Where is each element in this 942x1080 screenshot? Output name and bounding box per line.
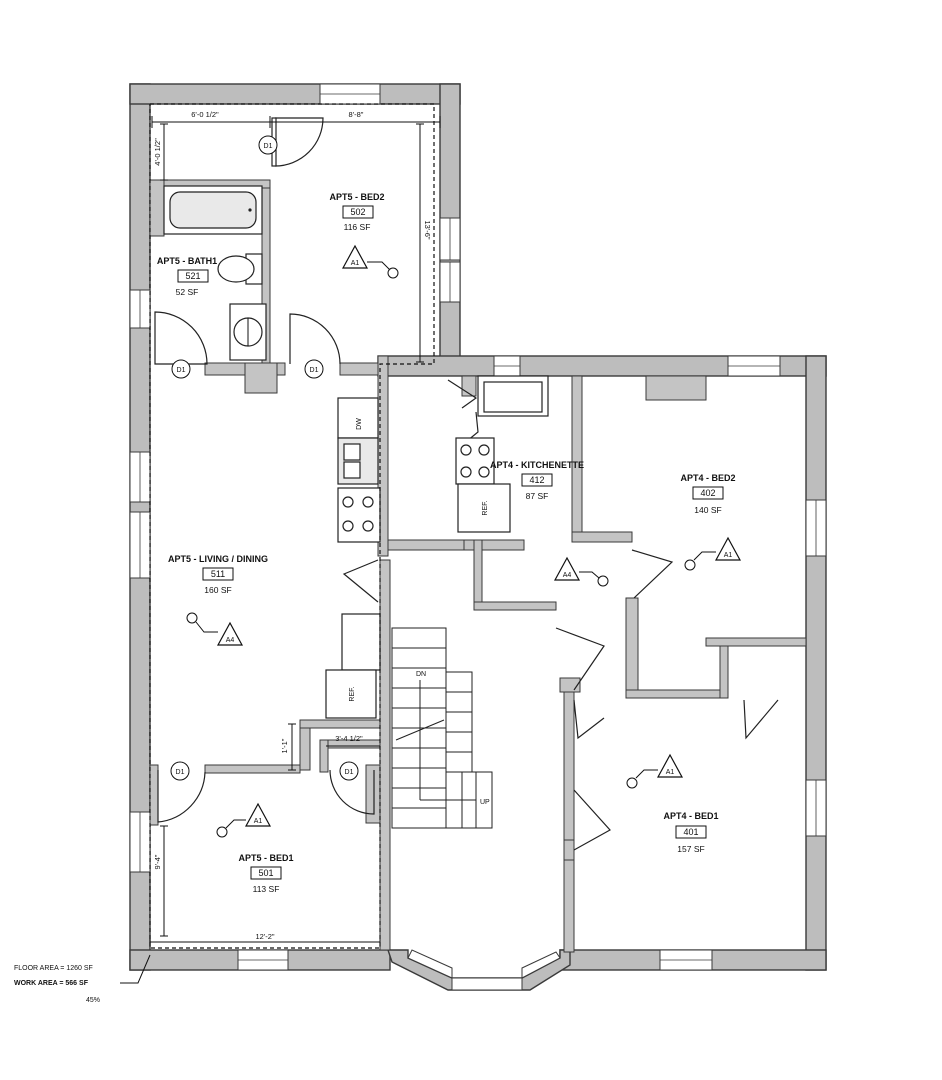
- dishwasher: [337, 397, 379, 439]
- door-tag: D1: [304, 359, 324, 379]
- svg-text:401: 401: [683, 827, 698, 837]
- fridge-apt5: [325, 669, 377, 719]
- svg-text:502: 502: [350, 207, 365, 217]
- elevation-tag: A4: [186, 612, 244, 646]
- dim-closet-h: 3'-4 1/2": [335, 734, 363, 743]
- svg-text:D1: D1: [177, 367, 186, 374]
- room-label-511: APT5 - LIVING / DINING 511 160 SF: [168, 554, 268, 595]
- room-label-502: APT5 - BED2 502 116 SF: [329, 192, 384, 232]
- stair: [391, 627, 493, 829]
- dim-right-bed2: 13'-6": [423, 220, 432, 239]
- door-tag: D1: [258, 135, 278, 155]
- room-label-521: APT5 - BATH1 521 52 SF: [157, 256, 217, 297]
- work-area-text: WORK AREA = 566 SF: [14, 980, 89, 987]
- door-tag: D1: [339, 761, 359, 781]
- svg-text:A1: A1: [351, 260, 360, 267]
- svg-text:A1: A1: [254, 818, 263, 825]
- svg-text:511: 511: [211, 569, 225, 579]
- svg-text:A4: A4: [563, 572, 572, 579]
- svg-text:A1: A1: [666, 769, 675, 776]
- svg-text:87 SF: 87 SF: [526, 491, 549, 501]
- work-area-percent: 45%: [86, 997, 100, 1004]
- elevation-tag: A1: [216, 802, 272, 838]
- elevation-tag: A1: [626, 753, 684, 789]
- svg-text:113 SF: 113 SF: [253, 884, 280, 894]
- fixtures: [163, 185, 549, 719]
- svg-text:APT5 - BED1: APT5 - BED1: [238, 853, 293, 863]
- fridge-apt4-label: REF.: [482, 500, 489, 515]
- svg-text:402: 402: [700, 488, 715, 498]
- svg-text:APT5 - LIVING / DINING: APT5 - LIVING / DINING: [168, 554, 268, 564]
- svg-text:APT4 - BED2: APT4 - BED2: [680, 473, 735, 483]
- svg-text:APT4 - KITCHENETTE: APT4 - KITCHENETTE: [490, 460, 584, 470]
- elevation-tag: A4: [553, 556, 609, 587]
- stair-down-label: DN: [416, 671, 426, 678]
- room-label-401: APT4 - BED1 401 157 SF: [663, 811, 718, 854]
- dim-left-upper: 4'-0 1/2": [153, 138, 162, 166]
- elevation-tag: A1: [341, 244, 399, 279]
- svg-text:521: 521: [185, 271, 200, 281]
- svg-text:APT4 - BED1: APT4 - BED1: [663, 811, 718, 821]
- door-tag: D1: [171, 359, 191, 379]
- svg-text:412: 412: [529, 475, 544, 485]
- windows: [129, 83, 827, 991]
- fridge-apt5-label: REF.: [349, 686, 356, 701]
- svg-text:D1: D1: [345, 769, 354, 776]
- floor-area-text: FLOOR AREA = 1260 SF: [14, 965, 93, 972]
- svg-text:D1: D1: [310, 367, 319, 374]
- svg-text:52 SF: 52 SF: [176, 287, 199, 297]
- stair-up-label: UP: [480, 799, 490, 806]
- svg-text:160 SF: 160 SF: [204, 585, 231, 595]
- svg-text:APT5 - BED2: APT5 - BED2: [329, 192, 384, 202]
- svg-text:501: 501: [258, 868, 273, 878]
- svg-text:A4: A4: [226, 637, 235, 644]
- svg-text:157 SF: 157 SF: [677, 844, 704, 854]
- svg-text:D1: D1: [176, 769, 185, 776]
- dishwasher-label: DW: [356, 418, 363, 430]
- dimension-lines: [149, 116, 441, 947]
- interior-walls: [149, 179, 807, 953]
- svg-text:A1: A1: [724, 552, 733, 559]
- door-tag: D1: [170, 761, 190, 781]
- room-label-501: APT5 - BED1 501 113 SF: [238, 853, 293, 894]
- fridge-apt4: [457, 483, 511, 533]
- svg-text:116 SF: 116 SF: [344, 222, 371, 232]
- svg-text:140 SF: 140 SF: [694, 505, 721, 515]
- dim-left-lower: 9'-4": [153, 854, 162, 869]
- work-area-boundary: [149, 103, 435, 949]
- dim-top-left: 6'-0 1/2": [191, 110, 219, 119]
- elevation-tag: A1: [684, 536, 742, 571]
- area-summary: FLOOR AREA = 1260 SF WORK AREA = 566 SF …: [14, 954, 151, 1004]
- dim-bottom: 12'-2": [255, 932, 274, 941]
- svg-text:D1: D1: [264, 143, 273, 150]
- room-label-402: APT4 - BED2 402 140 SF: [680, 473, 735, 515]
- dim-closet-v: 1'-1": [280, 738, 289, 753]
- room-label-412: APT4 - KITCHENETTE 412 87 SF: [490, 460, 584, 501]
- dim-top-right: 8'-8": [349, 110, 364, 119]
- svg-text:APT5 - BATH1: APT5 - BATH1: [157, 256, 217, 266]
